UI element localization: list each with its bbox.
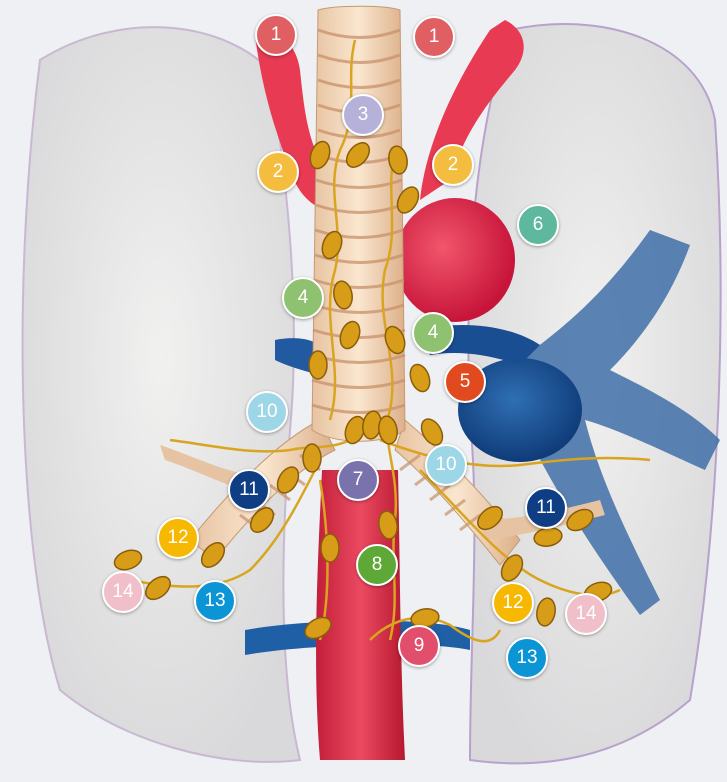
label-badge-13: 13 [194,580,236,622]
label-badge-2: 2 [257,151,299,193]
label-badge-4: 4 [282,277,324,319]
label-badge-6: 6 [517,204,559,246]
label-badge-8: 8 [356,544,398,586]
aortic-arch [395,198,515,322]
label-badge-3: 3 [342,94,384,136]
label-badge-1: 1 [413,16,455,58]
label-badge-1: 1 [255,14,297,56]
label-badge-4: 4 [412,312,454,354]
label-badge-10: 10 [425,444,467,486]
label-badge-11: 11 [525,487,567,529]
label-badge-13: 13 [506,637,548,679]
label-badge-14: 14 [102,571,144,613]
label-badge-5: 5 [444,361,486,403]
label-badge-2: 2 [432,144,474,186]
label-badge-14: 14 [565,593,607,635]
label-badge-12: 12 [492,582,534,624]
label-badge-7: 7 [337,459,379,501]
label-badge-11: 11 [228,469,270,511]
label-badge-12: 12 [157,517,199,559]
label-badge-9: 9 [398,625,440,667]
label-badge-10: 10 [246,391,288,433]
